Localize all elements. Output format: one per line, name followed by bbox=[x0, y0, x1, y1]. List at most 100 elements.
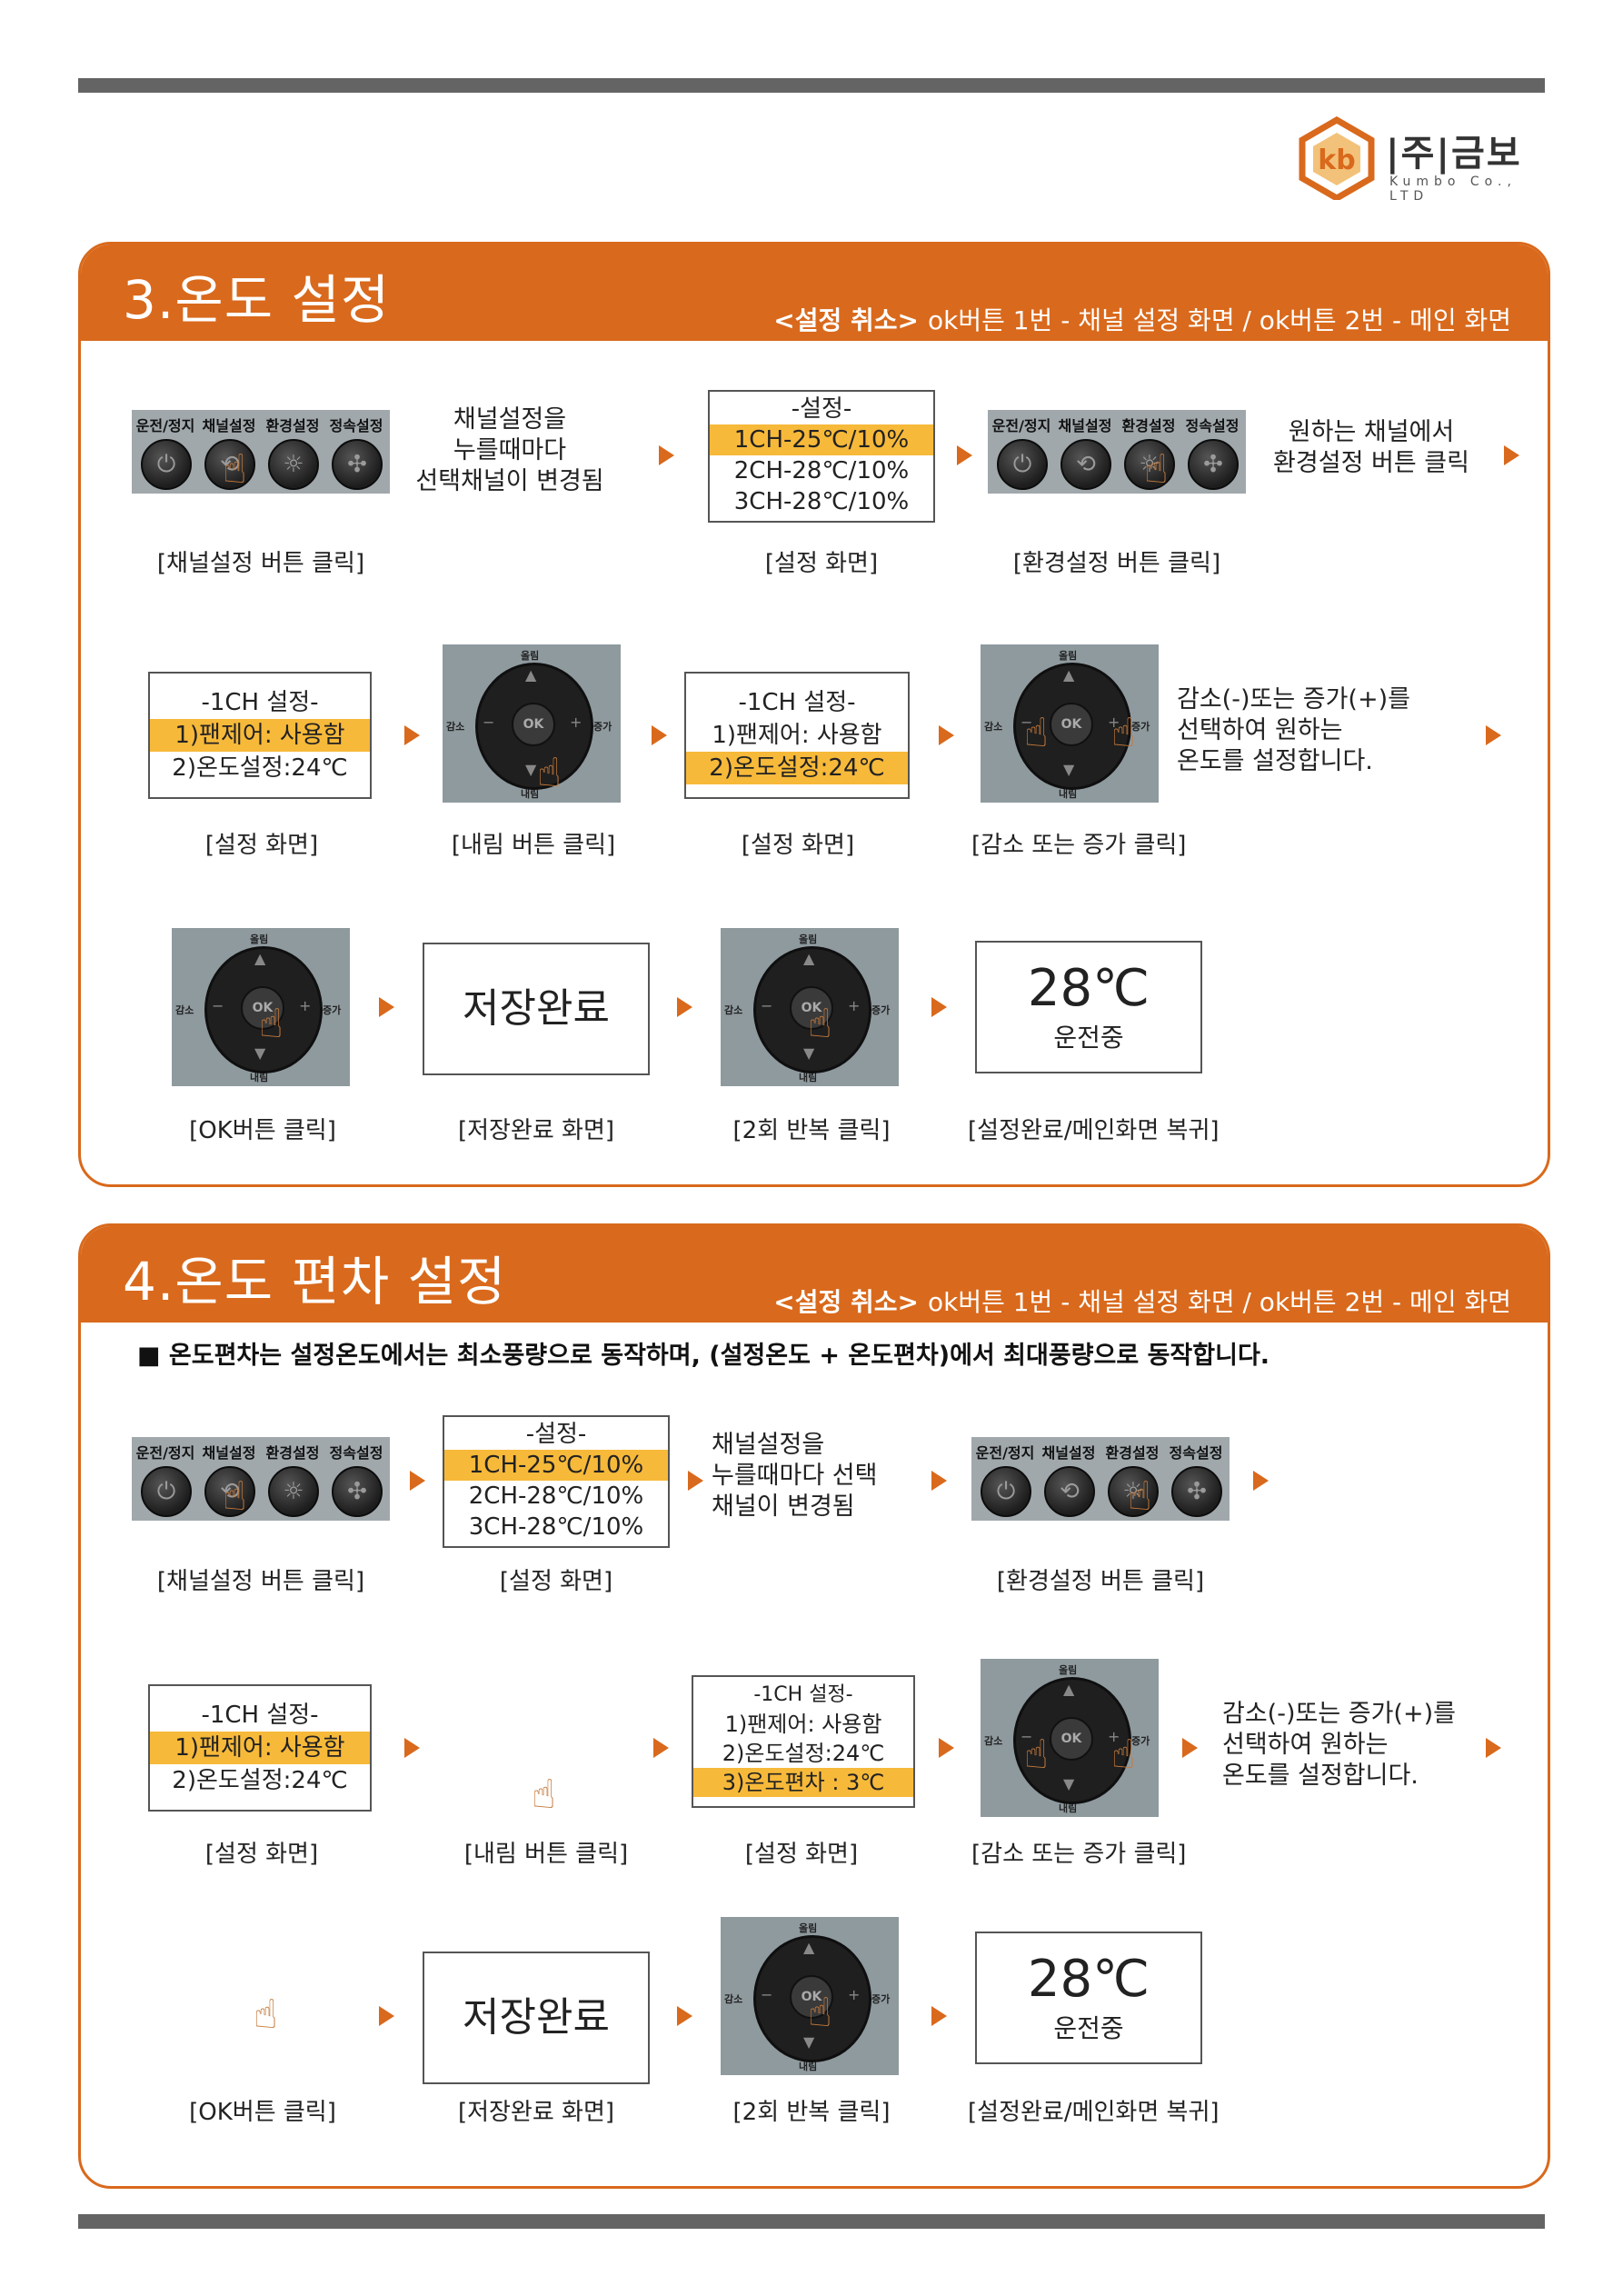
environment-icon[interactable]: ☼ bbox=[268, 439, 319, 490]
direction-pad-down: 올림 내림 감소 증가 ▲ ▼ − + OK ☝ bbox=[443, 644, 621, 803]
arrow-down-icon[interactable]: ▼ bbox=[1063, 1775, 1075, 1792]
environment-icon[interactable]: ☼ bbox=[1108, 1466, 1159, 1517]
fan-icon[interactable]: ✣ bbox=[332, 1466, 383, 1517]
minus-icon[interactable]: − bbox=[212, 997, 224, 1014]
fan-icon[interactable]: ✣ bbox=[332, 439, 383, 490]
arrow-up-icon[interactable]: ▲ bbox=[803, 950, 815, 967]
direction-pad-ok: 올림 내림 감소 증가 ▲ ▼ − + OK ☝ bbox=[172, 928, 350, 1086]
arrow-down-icon[interactable]: ▼ bbox=[803, 2033, 815, 2051]
company-name: |주|금보 bbox=[1386, 133, 1522, 175]
panel-label-channel: 채널설정 bbox=[1041, 1444, 1096, 1462]
arrow-down-icon[interactable]: ▼ bbox=[803, 1044, 815, 1062]
flow-arrow-icon bbox=[957, 445, 972, 465]
pad-ring bbox=[1013, 1677, 1131, 1804]
screen-line: 2)온도설정:24℃ bbox=[172, 1767, 348, 1794]
hand-pointer-icon: ☝ bbox=[259, 1001, 284, 1047]
flow-arrow-icon bbox=[931, 1471, 947, 1491]
hand-pointer-icon: ☝ bbox=[1111, 710, 1136, 756]
arrow-up-icon[interactable]: ▲ bbox=[525, 666, 537, 684]
minus-icon[interactable]: − bbox=[761, 997, 773, 1014]
control-panel-channel: 운전/정지 채널설정 환경설정 정속설정 ⏻ ⟲ ☼ ✣ ☝ bbox=[132, 1437, 390, 1521]
caption: [설정 화면] bbox=[204, 1841, 319, 1868]
power-icon[interactable]: ⏻ bbox=[141, 439, 192, 490]
flow-arrow-icon bbox=[931, 997, 947, 1017]
pad-label-plus: 증가 bbox=[1131, 721, 1150, 733]
panel-label-environment: 환경설정 bbox=[1105, 1444, 1160, 1462]
ok-button[interactable]: OK bbox=[512, 703, 555, 746]
arrow-up-icon[interactable]: ▲ bbox=[1063, 666, 1075, 684]
channel1-setting-screen-2: -1CH 설정- 1)팬제어: 사용함 2)온도설정:24℃ bbox=[684, 672, 910, 799]
minus-icon[interactable]: − bbox=[483, 714, 495, 731]
panel-label-power: 운전/정지 bbox=[135, 417, 195, 434]
arrow-down-icon[interactable]: ▼ bbox=[1063, 761, 1075, 778]
ok-button[interactable]: OK bbox=[790, 986, 833, 1030]
minus-icon[interactable]: − bbox=[761, 1986, 773, 2003]
fan-icon[interactable]: ✣ bbox=[1171, 1466, 1222, 1517]
save-complete-screen: 저장완료 bbox=[423, 1952, 650, 2084]
pad-label-minus: 감소 bbox=[724, 1993, 743, 2005]
hand-pointer-icon: ☝ bbox=[532, 1772, 556, 1818]
pad-label-plus: 증가 bbox=[1131, 1735, 1150, 1747]
flow-arrow-icon bbox=[688, 1471, 703, 1491]
flow-arrow-icon bbox=[1504, 445, 1519, 465]
flow-arrow-icon bbox=[404, 1738, 420, 1758]
screen-line: 2CH-28℃/10% bbox=[733, 457, 910, 484]
hand-pointer-icon: ☝ bbox=[1024, 1732, 1049, 1778]
arrow-down-icon[interactable]: ▼ bbox=[254, 1044, 266, 1062]
power-icon[interactable]: ⏻ bbox=[997, 439, 1048, 490]
power-icon[interactable]: ⏻ bbox=[141, 1466, 192, 1517]
pad-label-minus: 감소 bbox=[984, 721, 1003, 733]
caption: [설정 화면] bbox=[499, 1568, 613, 1595]
channel-setting-screen: -설정- 1CH-25℃/10% 2CH-28℃/10% 3CH-28℃/10% bbox=[443, 1415, 670, 1548]
ok-button[interactable]: OK bbox=[241, 986, 284, 1030]
channel-icon[interactable]: ⟲ bbox=[1044, 1466, 1095, 1517]
plus-icon[interactable]: + bbox=[1108, 1728, 1120, 1745]
panel-label-power: 운전/정지 bbox=[975, 1444, 1035, 1462]
arrow-down-icon[interactable]: ▼ bbox=[525, 761, 537, 778]
plus-icon[interactable]: + bbox=[848, 1986, 861, 2003]
pad-label-plus: 증가 bbox=[871, 1993, 891, 2005]
plus-icon[interactable]: + bbox=[1108, 714, 1120, 731]
caption: [환경설정 버튼 클릭] bbox=[996, 1568, 1205, 1595]
minus-icon[interactable]: − bbox=[1021, 714, 1033, 731]
channel-icon[interactable]: ⟲ bbox=[1060, 439, 1111, 490]
ok-button[interactable]: OK bbox=[1050, 1717, 1093, 1761]
arrow-up-icon[interactable]: ▲ bbox=[1063, 1681, 1075, 1698]
hand-pointer-icon: ☝ bbox=[537, 750, 562, 796]
minus-icon[interactable]: − bbox=[1021, 1728, 1033, 1745]
logo-mark: kb bbox=[1318, 145, 1355, 176]
environment-icon[interactable]: ☼ bbox=[268, 1466, 319, 1517]
channel-icon[interactable]: ⟲ bbox=[204, 1466, 255, 1517]
power-icon[interactable]: ⏻ bbox=[981, 1466, 1031, 1517]
pad-label-plus: 증가 bbox=[593, 721, 612, 733]
pad-label-down: 내림 bbox=[521, 788, 540, 800]
cancel-text: ok버튼 1번 - 채널 설정 화면 / ok버튼 2번 - 메인 화면 bbox=[927, 1287, 1511, 1317]
panel-label-environment: 환경설정 bbox=[265, 1444, 320, 1462]
section-header: 4.온도 편차 설정 <설정 취소>ok버튼 1번 - 채널 설정 화면 / o… bbox=[81, 1226, 1548, 1323]
pad-label-up: 올림 bbox=[521, 650, 540, 662]
plus-icon[interactable]: + bbox=[299, 997, 312, 1014]
panel-label-power: 운전/정지 bbox=[991, 417, 1051, 434]
pad-label-plus: 증가 bbox=[323, 1004, 342, 1016]
screen-line-selected: 1CH-25℃/10% bbox=[710, 424, 933, 455]
environment-icon[interactable]: ☼ bbox=[1124, 439, 1175, 490]
channel-setting-screen: -설정- 1CH-25℃/10% 2CH-28℃/10% 3CH-28℃/10% bbox=[708, 390, 935, 523]
caption: [2회 반복 클릭] bbox=[732, 2099, 891, 2126]
plus-icon[interactable]: + bbox=[570, 714, 582, 731]
channel-icon[interactable]: ⟲ bbox=[204, 439, 255, 490]
panel-label-power: 운전/정지 bbox=[135, 1444, 195, 1462]
arrow-up-icon[interactable]: ▲ bbox=[254, 950, 266, 967]
fan-icon[interactable]: ✣ bbox=[1188, 439, 1239, 490]
flow-arrow-icon bbox=[659, 445, 674, 465]
pad-label-down: 내림 bbox=[799, 1072, 818, 1083]
plus-icon[interactable]: + bbox=[848, 997, 861, 1014]
ok-button[interactable]: OK bbox=[790, 1975, 833, 2019]
screen-line: -1CH 설정- bbox=[201, 1702, 319, 1729]
ok-button[interactable]: OK bbox=[1050, 703, 1093, 746]
flow-arrow-icon bbox=[404, 725, 420, 745]
save-complete-text: 저장완료 bbox=[463, 1994, 610, 2041]
arrow-up-icon[interactable]: ▲ bbox=[803, 1939, 815, 1956]
flow-arrow-icon bbox=[1253, 1471, 1269, 1491]
